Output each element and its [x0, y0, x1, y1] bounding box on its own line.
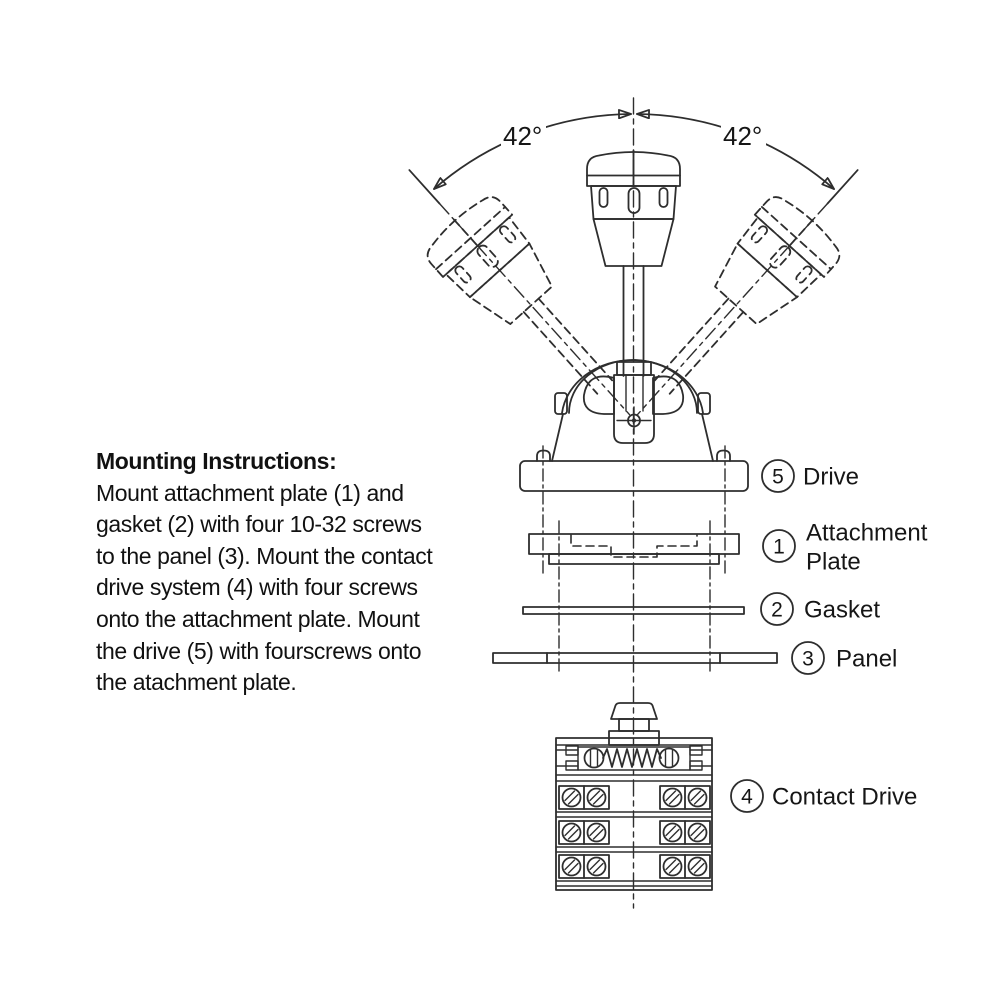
instructions-line: Mount attachment plate (1) and — [96, 479, 404, 506]
dome-housing — [551, 359, 714, 462]
instructions-line: to the panel (3). Mount the contact — [96, 542, 433, 569]
callout-gasket: 2 Gasket — [760, 592, 880, 626]
callout-label-line2: Plate — [806, 549, 861, 576]
terminal-row — [559, 855, 710, 878]
callout-number: 1 — [773, 536, 785, 559]
panel — [492, 652, 778, 664]
gasket — [522, 606, 745, 615]
callout-number: 4 — [741, 786, 753, 809]
drive-plate — [519, 449, 749, 492]
callout-drive: 5 Drive — [761, 459, 859, 493]
instructions-line: the drive (5) with fourscrews onto — [96, 637, 422, 664]
callout-attachment-plate: 1 Attachment Plate — [762, 520, 928, 576]
callout-label-line1: Attachment — [806, 520, 928, 547]
contact-drive — [555, 702, 713, 891]
terminal-row — [559, 821, 710, 844]
dome-window-right — [652, 375, 685, 415]
screw-center-lines — [542, 445, 726, 673]
tilted-knob-right — [626, 169, 859, 420]
spring-icon — [602, 748, 662, 768]
callout-number: 5 — [772, 466, 784, 489]
spring-mechanism — [555, 745, 713, 771]
callout-label: Drive — [803, 464, 859, 491]
instructions-line: drive system (4) with four screws — [96, 574, 418, 601]
pivot-block — [613, 374, 655, 444]
tilted-knob-left — [408, 169, 641, 420]
angle-label-right: 42° — [723, 121, 762, 151]
callout-panel: 3 Panel — [791, 641, 897, 675]
callout-number: 3 — [802, 648, 814, 671]
mounting-instructions: Mounting Instructions: Mount attachment … — [96, 446, 516, 699]
callout-label: Contact Drive — [772, 784, 917, 811]
callout-label: Gasket — [804, 597, 880, 624]
dome-window-left — [582, 375, 615, 415]
instructions-title: Mounting Instructions: — [96, 448, 337, 474]
callout-label: Panel — [836, 646, 897, 673]
instructions-line: gasket (2) with four 10-32 screws — [96, 511, 422, 538]
instructions-line: onto the attachment plate. Mount — [96, 605, 420, 632]
angle-label-left: 42° — [503, 121, 542, 151]
terminal-row — [559, 786, 710, 809]
instructions-line: the atachment plate. — [96, 669, 297, 696]
contact-drive-box — [555, 737, 713, 891]
callout-number: 2 — [771, 599, 783, 622]
attachment-plate — [528, 533, 740, 565]
angle-dimension: 42° 42° — [433, 114, 835, 190]
plunger-cap — [610, 702, 658, 720]
callout-contact-drive: 4 Contact Drive — [730, 779, 917, 813]
